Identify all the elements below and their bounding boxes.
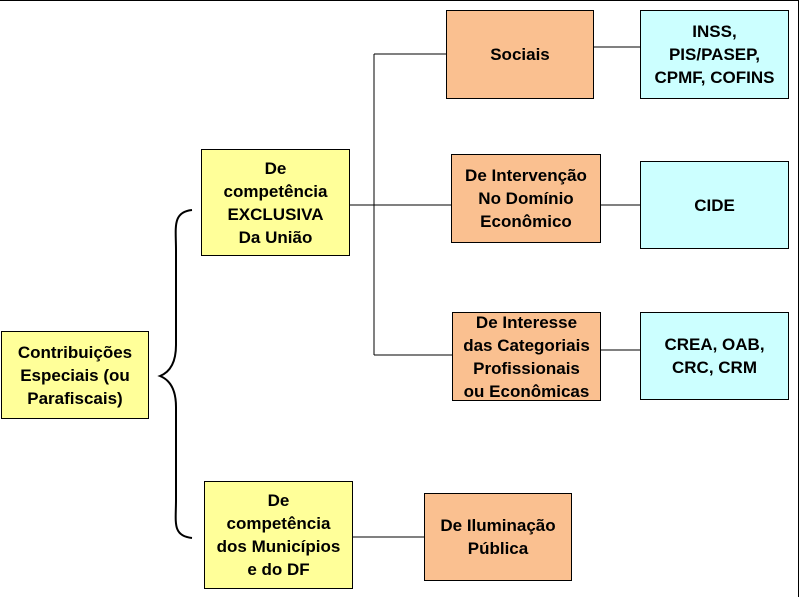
node-iluminacao-publica: De Iluminação Pública <box>424 493 572 581</box>
node-sociais: Sociais <box>446 10 594 99</box>
node-cide: CIDE <box>640 161 789 249</box>
node-contribuicoes-especiais: Contribuições Especiais (ou Parafiscais) <box>1 331 149 419</box>
node-intervencao-dominio-economico: De Intervenção No Domínio Econômico <box>451 154 601 243</box>
node-inss-pis-cpmf-cofins: INSS, PIS/PASEP, CPMF, COFINS <box>640 10 789 99</box>
node-competencia-municipios: De competência dos Municípios e do DF <box>204 481 353 589</box>
node-interesse-categorias: De Interesse das Categoriais Profissiona… <box>452 312 601 401</box>
node-competencia-uniao: De competência EXCLUSIVA Da União <box>201 149 350 256</box>
root-brace <box>157 209 193 539</box>
node-crea-oab-crc-crm: CREA, OAB, CRC, CRM <box>640 312 789 400</box>
